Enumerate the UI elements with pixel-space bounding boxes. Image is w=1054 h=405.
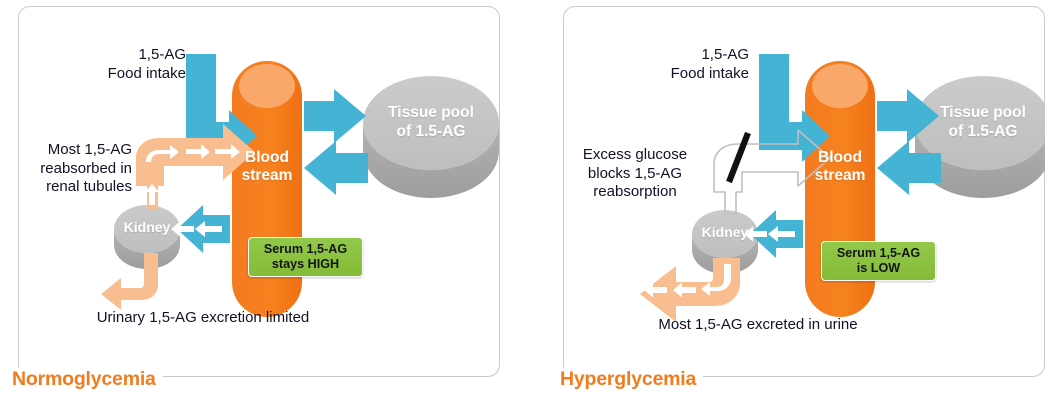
tissue-pool-disc	[915, 76, 1045, 198]
node-label-bloodstream-hyper: Blood stream	[814, 149, 866, 184]
panel-normoglycemia: 1,5-AG Food intake Most 1,5-AG reabsorbe…	[6, 6, 500, 390]
label-reabsorption-hyper: Excess glucose blocks 1,5-AG reabsorptio…	[582, 146, 688, 200]
arrow-tissue-to-bloodstream	[877, 141, 941, 195]
label-urinary-normo: Urinary 1,5-AG excretion limited	[96, 309, 310, 326]
panel-title-hyperglycemia: Hyperglycemia	[554, 368, 704, 390]
node-label-tissue-pool-hyper: Tissue pool of 1.5-AG	[940, 104, 1026, 140]
arrow-food-intake	[186, 54, 257, 162]
kidney-disc	[692, 210, 758, 274]
label-food-intake-normo: 1,5-AG Food intake	[107, 46, 186, 82]
kidney-disc	[114, 205, 180, 269]
arrow-tissue-to-bloodstream	[304, 141, 368, 195]
node-label-kidney-normo: Kidney	[123, 219, 171, 235]
panel-title-normoglycemia: Normoglycemia	[6, 368, 163, 390]
arrow-kidney-reabsorption	[136, 124, 255, 209]
arrow-bloodstream-to-kidney	[744, 210, 803, 258]
arrow-bloodstream-to-kidney	[171, 205, 230, 253]
label-food-intake-hyper: 1,5-AG Food intake	[670, 46, 749, 82]
arrow-reabsorption-blocked	[713, 129, 831, 215]
badge-serum-level-hyper: Serum 1,5-AG is LOW	[821, 241, 936, 281]
bloodstream-cylinder	[232, 61, 302, 317]
label-urinary-hyper: Most 1,5-AG excreted in urine	[658, 316, 858, 333]
arrow-bloodstream-to-tissue	[877, 89, 939, 143]
badge-serum-level-normo: Serum 1,5-AG stays HIGH	[248, 237, 363, 277]
arrow-food-intake	[759, 54, 830, 162]
arrow-kidney-to-urine	[640, 258, 740, 322]
tissue-pool-disc	[363, 76, 499, 198]
node-label-tissue-pool-normo: Tissue pool of 1.5-AG	[388, 104, 474, 140]
node-label-bloodstream-normo: Blood stream	[241, 149, 293, 184]
label-reabsorption-normo: Most 1,5-AG reabsorbed in renal tubules	[40, 141, 132, 195]
panel-hyperglycemia: 1,5-AG Food intake Excess glucose blocks…	[554, 6, 1045, 390]
arrow-kidney-to-urine	[101, 253, 158, 310]
node-label-kidney-hyper: Kidney	[701, 224, 749, 240]
arrow-bloodstream-to-tissue	[304, 89, 366, 143]
